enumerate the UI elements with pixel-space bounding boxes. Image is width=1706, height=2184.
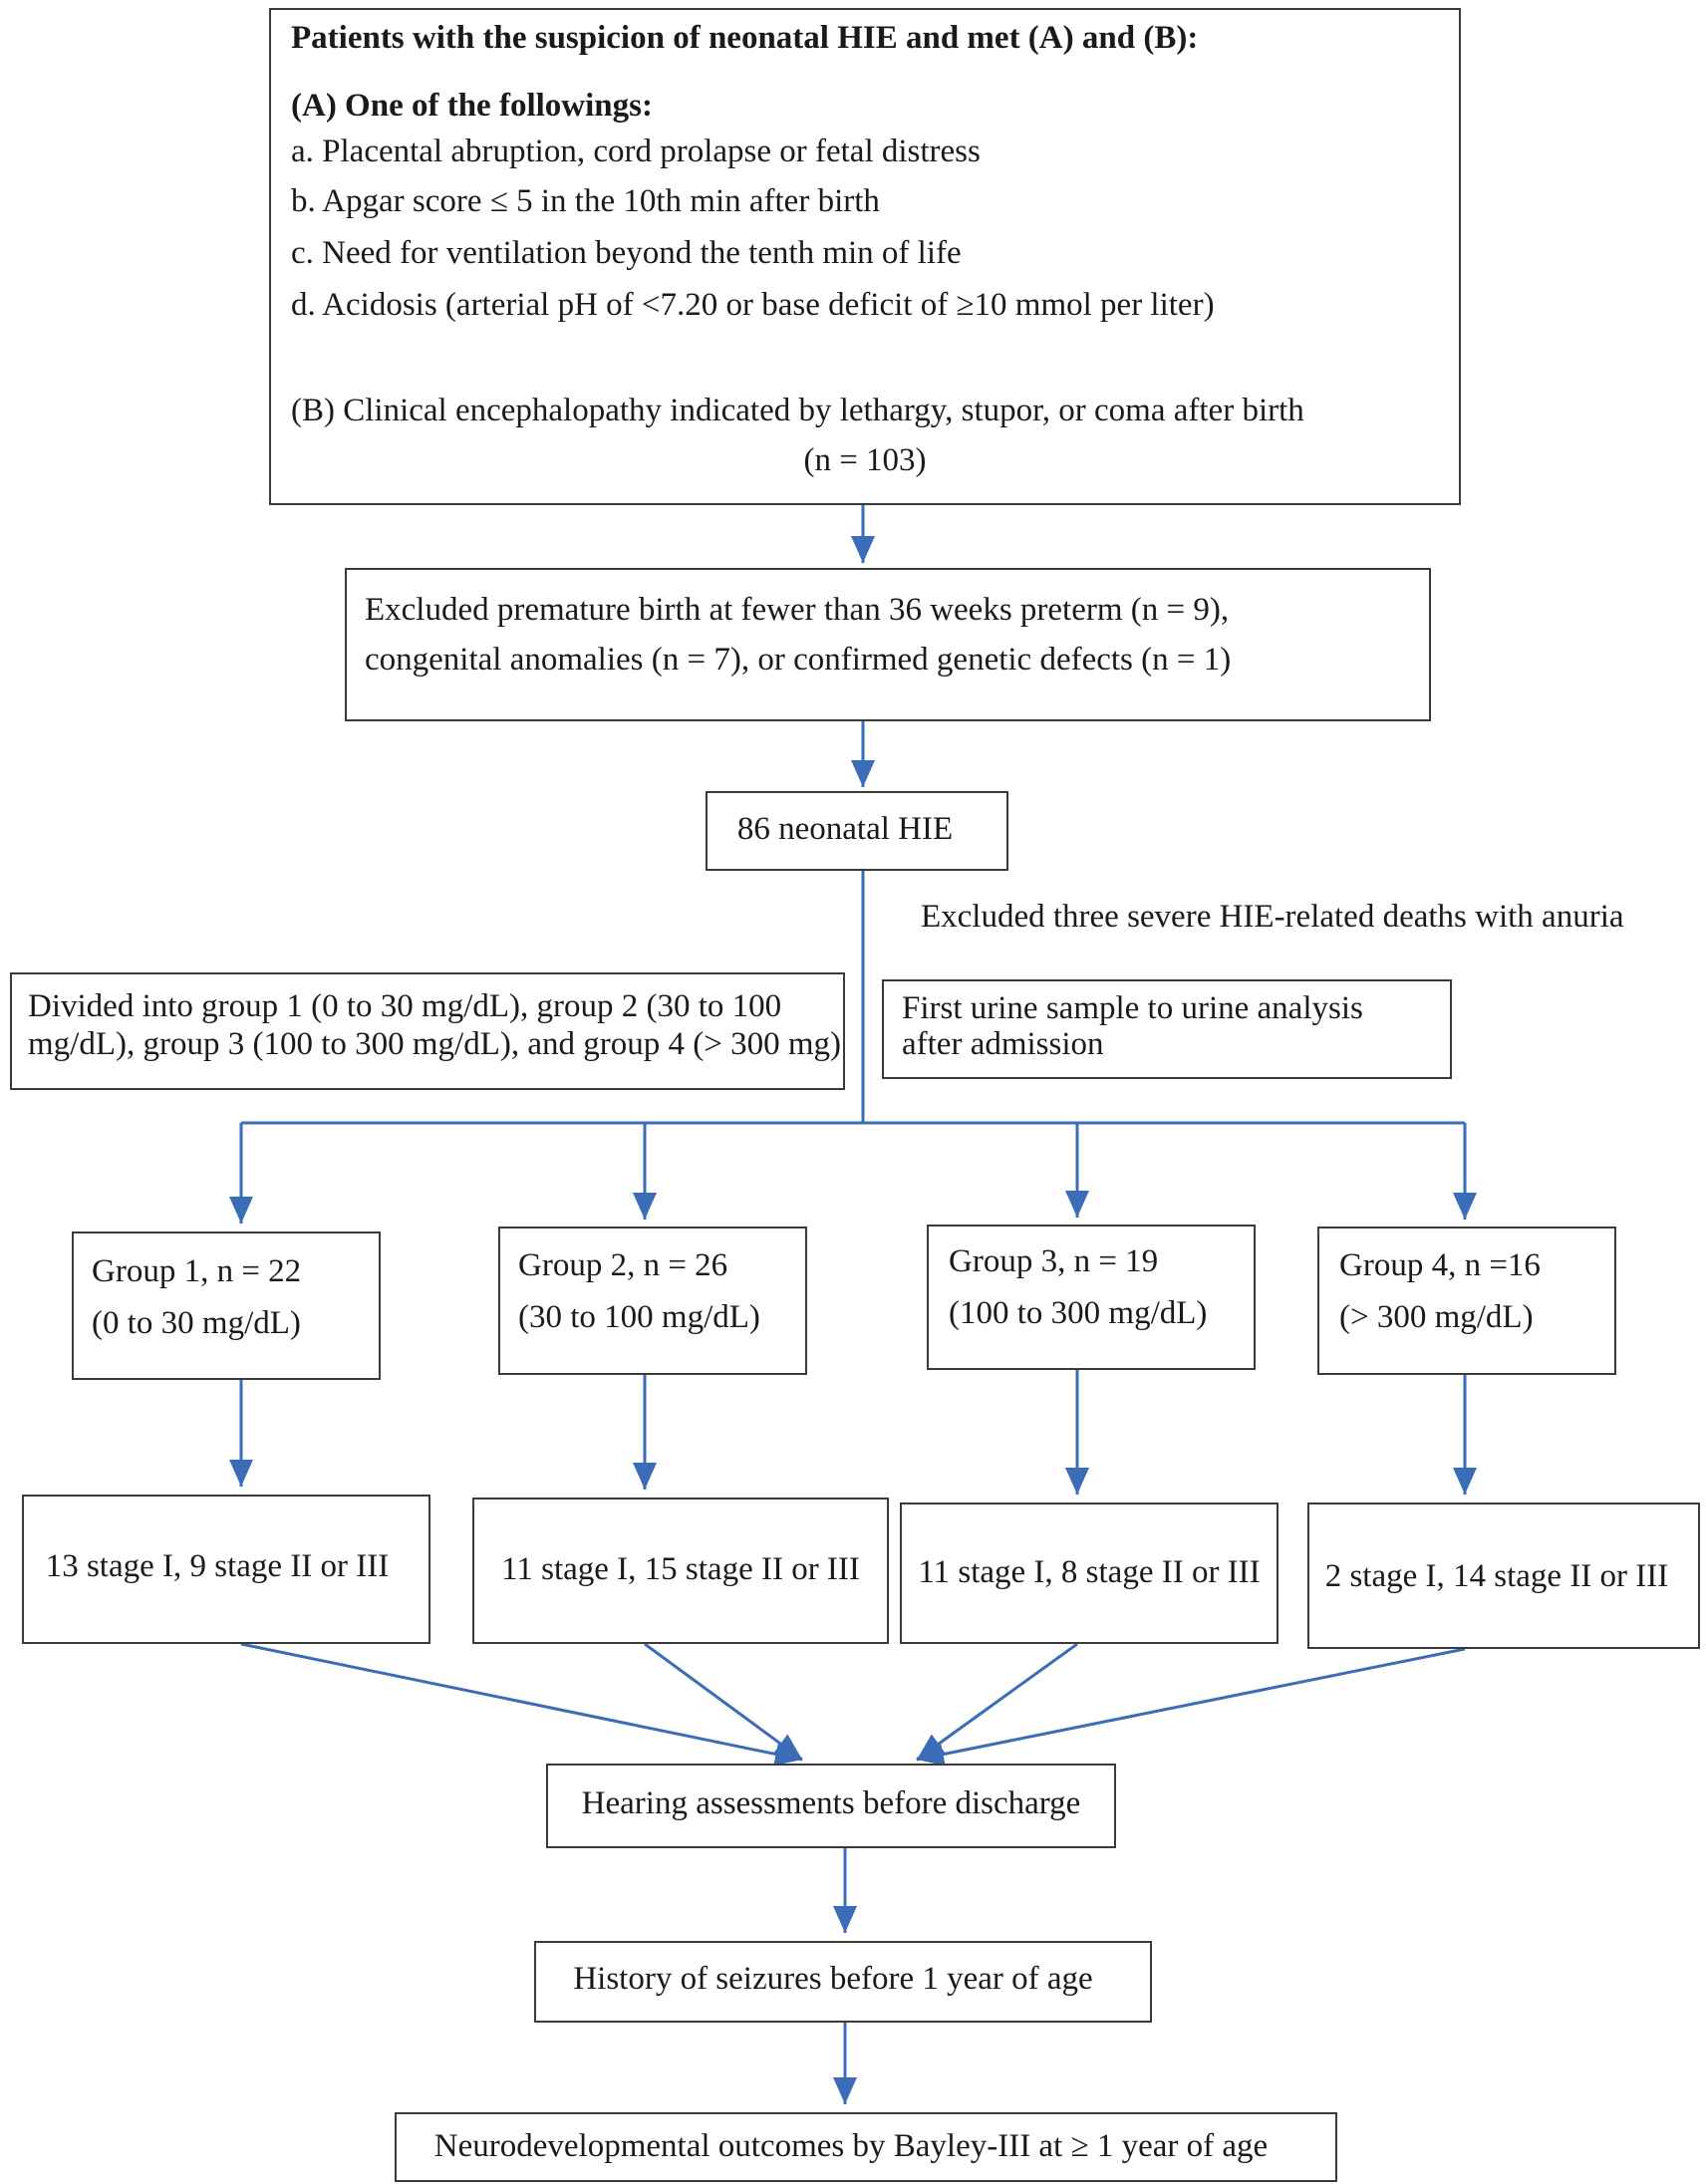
criteria-a-item: c. Need for ventilation beyond the tenth… (291, 235, 962, 271)
seizures-box (534, 1941, 1152, 2023)
hearing-box (546, 1764, 1116, 1848)
group-range: (> 300 mg/dL) (1339, 1299, 1534, 1335)
group-title: Group 3, n = 19 (949, 1243, 1159, 1279)
group-title: Group 1, n = 22 (92, 1253, 302, 1289)
criteria-a-item: a. Placental abruption, cord prolapse or… (291, 134, 981, 169)
criteria-a-item: d. Acidosis (arterial pH of <7.20 or bas… (291, 287, 1215, 323)
group-box (1317, 1227, 1616, 1375)
stage-label: 11 stage I, 8 stage II or III (918, 1554, 1261, 1590)
division-box (10, 972, 845, 1090)
stage-box (22, 1495, 430, 1644)
stage-label: 11 stage I, 15 stage II or III (501, 1551, 860, 1587)
group-box (498, 1227, 807, 1375)
urine-line-1: First urine sample to urine analysis (902, 990, 1363, 1026)
criteria-box (269, 8, 1461, 505)
division-line-1: Divided into group 1 (0 to 30 mg/dL), gr… (28, 988, 782, 1024)
group-range: (0 to 30 mg/dL) (92, 1305, 301, 1341)
stage-label: 13 stage I, 9 stage II or III (45, 1548, 390, 1584)
group-box (72, 1231, 381, 1380)
outcomes-label: Neurodevelopmental outcomes by Bayley-II… (433, 2128, 1269, 2164)
exclusion-line-1: Excluded premature birth at fewer than 3… (365, 592, 1230, 628)
arrow-stages-2-to-hearing (644, 1642, 803, 1762)
division-line-2: mg/dL), group 3 (100 to 300 mg/dL), and … (28, 1026, 842, 1062)
group-box (927, 1225, 1256, 1370)
exclusion-box (345, 568, 1431, 721)
outcomes-box (395, 2112, 1337, 2182)
arrow-stages-4-to-hearing (916, 1647, 1466, 1767)
stage-box (472, 1498, 889, 1644)
exclusion-deaths-label: Excluded three severe HIE-related deaths… (921, 899, 1624, 935)
cohort-box (706, 791, 1008, 871)
hearing-label: Hearing assessments before discharge (581, 1785, 1081, 1821)
group-title: Group 4, n =16 (1339, 1247, 1541, 1283)
urine-box (882, 979, 1452, 1079)
arrow-stages-1-to-hearing (240, 1642, 803, 1767)
group-range: (100 to 300 mg/dL) (949, 1295, 1208, 1331)
stage-box (900, 1502, 1279, 1644)
criteria-a-item: b. Apgar score ≤ 5 in the 10th min after… (291, 183, 880, 219)
cohort-label: 86 neonatal HIE (736, 811, 954, 847)
stage-box (1307, 1502, 1700, 1649)
criteria-heading: Patients with the suspicion of neonatal … (291, 20, 1199, 56)
exclusion-line-2: congenital anomalies (n = 7), or confirm… (365, 642, 1232, 678)
urine-line-2: after admission (902, 1026, 1104, 1062)
group-range: (30 to 100 mg/dL) (518, 1299, 760, 1335)
seizures-label: History of seizures before 1 year of age (573, 1961, 1093, 1997)
arrow-stages-3-to-hearing (916, 1642, 1078, 1762)
criteria-count: (n = 103) (803, 442, 927, 478)
stage-label: 2 stage I, 14 stage II or III (1324, 1558, 1669, 1594)
criteria-b-text: (B) Clinical encephalopathy indicated by… (291, 393, 1304, 428)
criteria-a-heading: (A) One of the followings: (291, 88, 653, 124)
group-title: Group 2, n = 26 (518, 1247, 728, 1283)
